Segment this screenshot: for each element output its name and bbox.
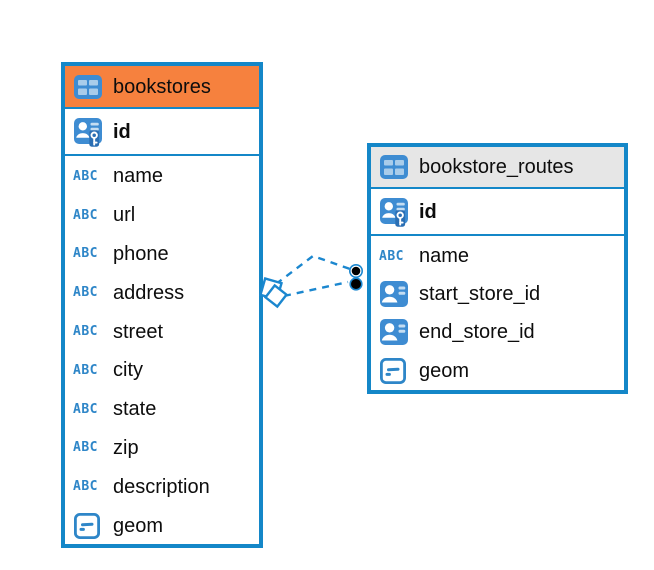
column-name: geom (419, 359, 470, 382)
dot-marker[interactable] (349, 264, 363, 291)
bookstore-routes-columns: ABC name start_store_id end_store_id ge (371, 236, 624, 390)
text-abc-icon: ABC (73, 479, 98, 495)
text-abc-icon: ABC (73, 401, 98, 417)
column-row[interactable]: geom (371, 352, 624, 390)
primary-key-icon (73, 116, 105, 147)
column-row[interactable]: ABC description (65, 467, 259, 506)
column-name: name (419, 245, 470, 268)
foreign-key-icon (379, 318, 411, 346)
column-row-pk[interactable]: id (65, 109, 259, 156)
relationship-line-start-store[interactable] (275, 254, 351, 285)
column-row[interactable]: ABC zip (65, 429, 259, 468)
column-row-pk[interactable]: id (371, 189, 624, 236)
foreign-key-icon (379, 280, 411, 308)
column-row[interactable]: ABC city (65, 351, 259, 390)
column-row[interactable]: ABC phone (65, 235, 259, 274)
column-name: url (113, 204, 136, 227)
column-name: start_store_id (419, 283, 541, 306)
bookstores-header[interactable]: bookstores (65, 66, 259, 109)
column-name: state (113, 398, 157, 421)
table-title: bookstores (113, 75, 211, 98)
bookstores-columns: ABC name ABC url ABC phone ABC address A… (65, 156, 259, 545)
column-row[interactable]: ABC url (65, 196, 259, 235)
geometry-icon (379, 357, 411, 385)
text-abc-icon: ABC (73, 207, 98, 223)
column-row[interactable]: ABC address (65, 273, 259, 312)
column-name: city (113, 359, 143, 382)
column-row[interactable]: ABC name (65, 157, 259, 196)
diamond-marker[interactable] (263, 283, 289, 309)
text-abc-icon: ABC (73, 285, 98, 301)
column-name: address (113, 281, 185, 304)
column-name: zip (113, 436, 139, 459)
column-name: id (113, 120, 131, 143)
column-row[interactable]: ABC street (65, 312, 259, 351)
column-row[interactable]: end_store_id (371, 313, 624, 351)
column-row[interactable]: ABC state (65, 390, 259, 429)
text-abc-icon: ABC (73, 246, 98, 262)
table-title: bookstore_routes (419, 156, 574, 178)
text-abc-icon: ABC (73, 362, 98, 378)
column-name: end_store_id (419, 321, 535, 344)
text-abc-icon: ABC (379, 248, 404, 264)
column-name: id (419, 200, 437, 223)
column-row[interactable]: start_store_id (371, 275, 624, 313)
text-abc-icon: ABC (73, 168, 98, 184)
entity-table-bookstores[interactable]: bookstores id ABC name ABC url ABC phone… (61, 62, 263, 548)
text-abc-icon: ABC (73, 440, 98, 456)
column-row[interactable]: geom (65, 506, 259, 545)
entity-table-bookstore-routes[interactable]: bookstore_routes id ABC name start_store… (367, 143, 628, 394)
column-row[interactable]: ABC name (371, 237, 624, 275)
geometry-icon (73, 512, 105, 540)
table-icon (73, 74, 105, 100)
table-icon (379, 154, 411, 180)
column-name: description (113, 475, 210, 498)
primary-key-icon (379, 196, 411, 227)
relationship-line-end-store[interactable] (283, 280, 349, 298)
column-name: name (113, 165, 164, 188)
diamond-marker[interactable] (259, 277, 283, 301)
column-name: phone (113, 242, 169, 265)
bookstore-routes-header[interactable]: bookstore_routes (371, 147, 624, 189)
column-name: geom (113, 514, 164, 537)
text-abc-icon: ABC (73, 324, 98, 340)
column-name: street (113, 320, 164, 343)
